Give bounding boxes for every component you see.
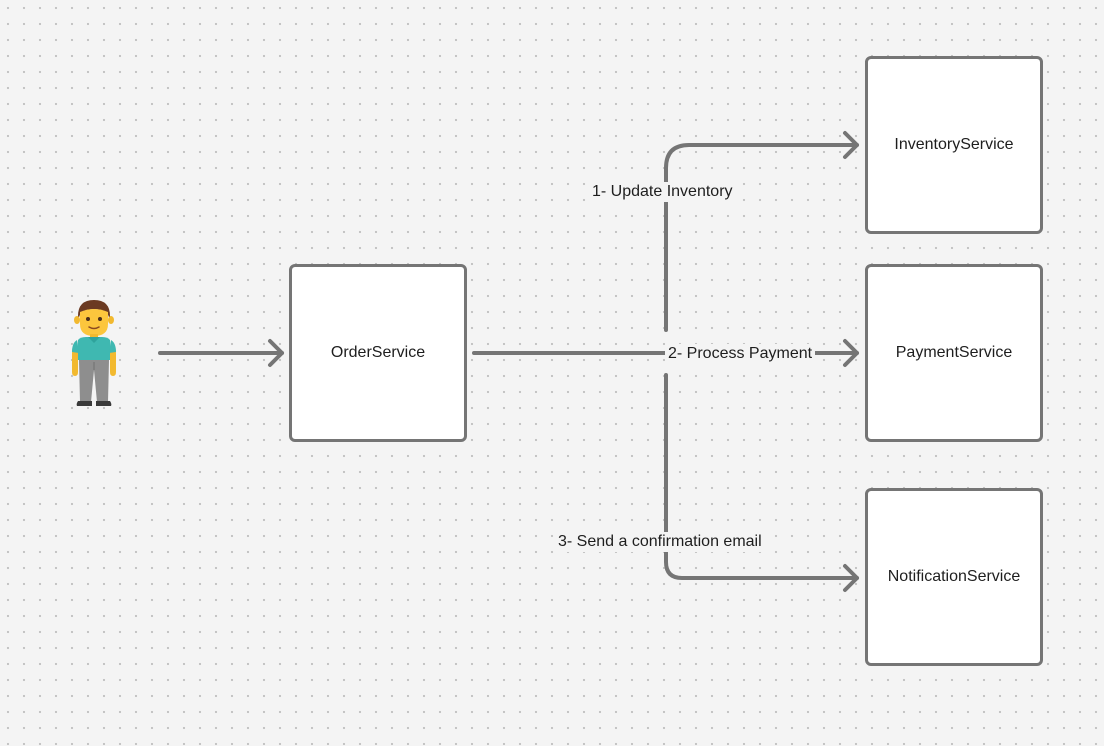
arrow-order-to-notification[interactable]	[664, 373, 859, 580]
edge-label-process-payment[interactable]: 2- Process Payment	[665, 344, 816, 364]
order-service-node[interactable]: OrderService	[289, 264, 467, 442]
payment-service-node[interactable]: PaymentService	[865, 264, 1043, 442]
arrowhead-inventory	[843, 131, 859, 159]
arrowhead-payment	[843, 339, 859, 367]
edge-label-update-inventory[interactable]: 1- Update Inventory	[589, 182, 736, 202]
arrowhead-notification	[843, 564, 859, 592]
payment-service-label: PaymentService	[895, 344, 1013, 361]
inventory-service-label: InventoryService	[894, 136, 1014, 153]
notification-service-label: NotificationService	[887, 568, 1021, 585]
edge-label-send-confirmation[interactable]: 3- Send a confirmation email	[555, 532, 765, 552]
inventory-service-node[interactable]: InventoryService	[865, 56, 1043, 234]
notification-service-node[interactable]: NotificationService	[865, 488, 1043, 666]
order-service-label: OrderService	[330, 344, 426, 361]
arrowhead-order	[268, 339, 284, 367]
arrow-order-to-inventory[interactable]	[664, 143, 859, 332]
man-emoji-icon[interactable]	[64, 298, 124, 410]
